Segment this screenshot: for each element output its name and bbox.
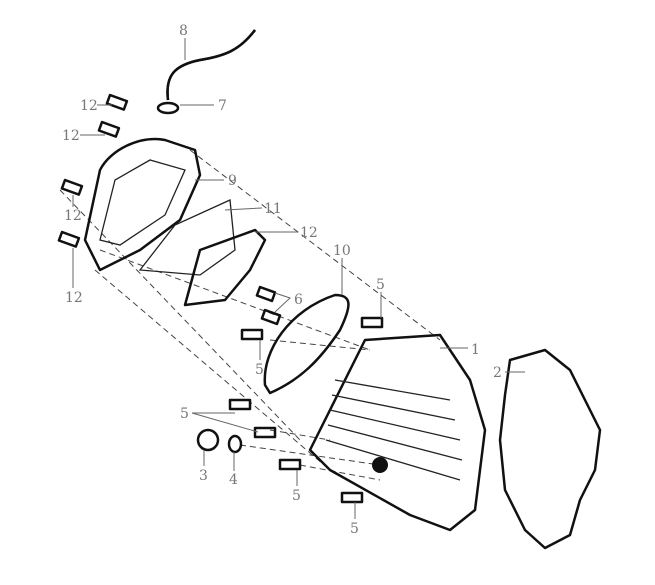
bolts <box>57 93 384 504</box>
callout-12: 12 <box>300 225 318 241</box>
assembly-lines <box>59 149 441 481</box>
oring-part <box>263 293 350 395</box>
callout-12: 12 <box>62 128 80 144</box>
callout-5: 5 <box>180 406 189 422</box>
housing-ribs <box>325 379 463 481</box>
leader-lines <box>72 38 525 519</box>
large-gasket-part <box>498 348 602 550</box>
callout-5: 5 <box>376 277 385 293</box>
callout-6: 6 <box>294 292 303 308</box>
plug-part <box>196 428 220 452</box>
housing-part <box>308 333 487 532</box>
clamp-part <box>156 101 180 115</box>
cover-inner <box>99 159 186 246</box>
callout-12: 12 <box>65 290 83 306</box>
plate-part <box>138 199 236 276</box>
gasket-part <box>183 228 267 307</box>
callout-3: 3 <box>199 468 208 484</box>
hose-part <box>166 29 256 101</box>
callout-9: 9 <box>228 173 237 189</box>
callout-11: 11 <box>264 201 282 217</box>
callout-5: 5 <box>255 362 264 378</box>
callout-2: 2 <box>493 365 502 381</box>
callout-12: 12 <box>64 208 82 224</box>
hose-inner <box>166 29 256 101</box>
callout-labels: 8 12 7 12 9 12 11 12 12 10 5 6 5 1 2 5 3… <box>62 23 502 537</box>
callout-10: 10 <box>333 243 351 259</box>
cover-part <box>83 137 202 272</box>
callout-12: 12 <box>80 98 98 114</box>
callout-5: 5 <box>292 488 301 504</box>
callout-5: 5 <box>350 521 359 537</box>
callout-7: 7 <box>218 98 227 114</box>
callout-1: 1 <box>471 342 480 358</box>
washer-part <box>227 434 243 454</box>
callout-4: 4 <box>229 472 238 488</box>
callout-8: 8 <box>179 23 188 39</box>
housing-port <box>372 457 388 473</box>
